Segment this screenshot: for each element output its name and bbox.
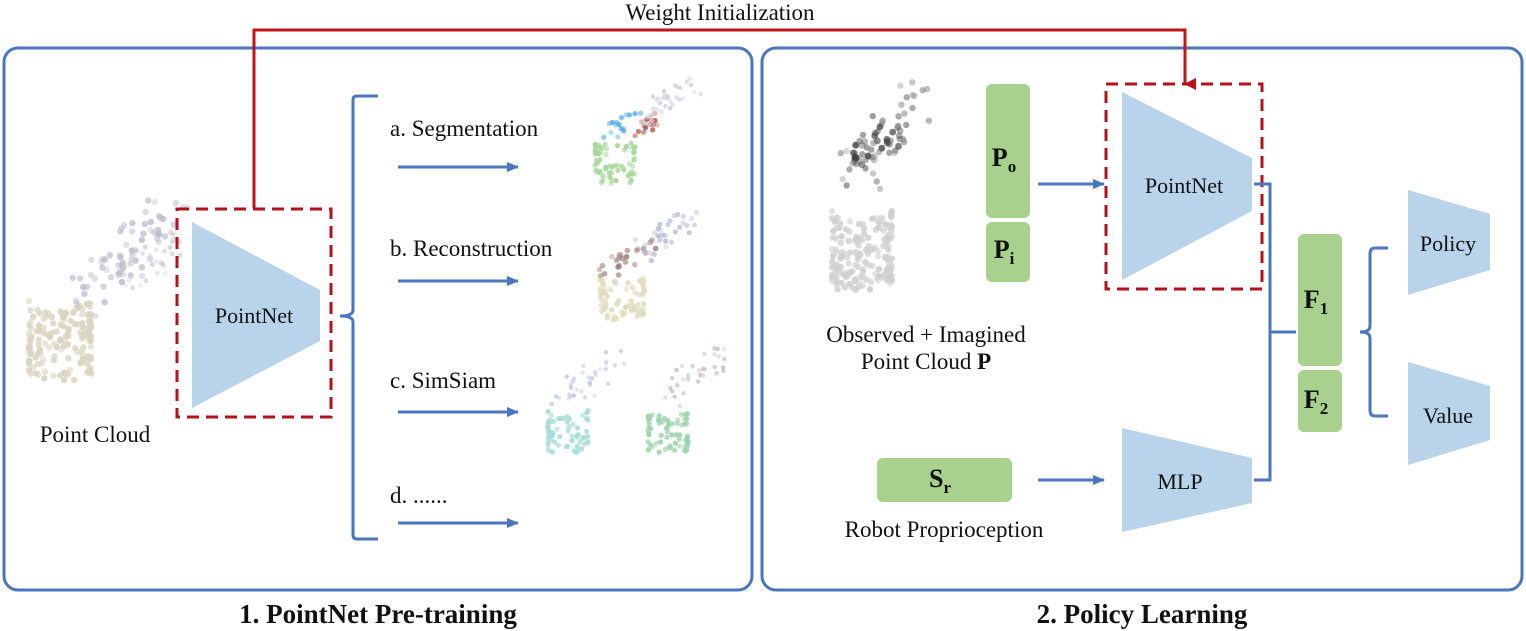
token-pi — [986, 222, 1030, 282]
token-sr-label: Sr — [929, 464, 951, 497]
pointcloud-label-line2: Point Cloud P — [861, 349, 991, 374]
segmentation-output-image — [592, 76, 703, 186]
pretrain-pointnet-trapezoid — [192, 222, 320, 408]
policy-head-trapezoid — [1408, 190, 1490, 295]
token-f1 — [1298, 234, 1342, 366]
task-more-label: d. ...... — [390, 483, 448, 508]
pretrain-task-brace — [339, 94, 378, 541]
mlp-label: MLP — [1157, 469, 1202, 494]
token-po-label: Po — [992, 143, 1016, 176]
token-f2 — [1298, 370, 1342, 432]
observed-point-cloud-image — [828, 79, 933, 294]
mlp-trapezoid — [1122, 428, 1252, 532]
token-f1-label: F1 — [1304, 285, 1328, 318]
value-head-label: Value — [1423, 403, 1473, 428]
task-reconstruction-label: b. Reconstruction — [390, 236, 553, 261]
pretrain-panel — [2, 46, 754, 592]
weight-init-arrow — [252, 28, 1196, 208]
token-pi-label: Pi — [994, 235, 1015, 268]
head-brace — [1359, 246, 1388, 418]
task-segmentation-label: a. Segmentation — [390, 116, 539, 141]
policy-pointnet-dashed-box — [1104, 82, 1264, 291]
policy-panel — [760, 46, 1524, 592]
proprio-label: Robot Proprioception — [845, 517, 1044, 542]
input-point-cloud-image — [25, 197, 191, 384]
policy-pointnet-label: PointNet — [1145, 173, 1223, 198]
token-sr — [877, 458, 1012, 502]
value-head-trapezoid — [1408, 362, 1490, 465]
reconstruction-output-image — [596, 209, 700, 323]
task-simsiam-label: c. SimSiam — [390, 368, 496, 393]
policy-pointnet-trapezoid — [1122, 92, 1252, 280]
policy-caption: 2. Policy Learning — [1037, 599, 1248, 629]
weight-init-label: Weight Initialization — [625, 0, 815, 25]
pretrain-pointnet-dashed-box — [175, 207, 333, 419]
pretrain-caption: 1. PointNet Pre-training — [239, 599, 517, 629]
token-po — [986, 84, 1030, 218]
token-f2-label: F2 — [1304, 385, 1328, 418]
simsiam-output-image — [545, 346, 727, 455]
input-point-cloud-label: Point Cloud — [40, 422, 151, 447]
pointcloud-label-line1: Observed + Imagined — [826, 322, 1026, 347]
merge-bracket — [1254, 182, 1296, 482]
policy-head-label: Policy — [1420, 231, 1476, 256]
pretrain-pointnet-label: PointNet — [215, 303, 293, 328]
